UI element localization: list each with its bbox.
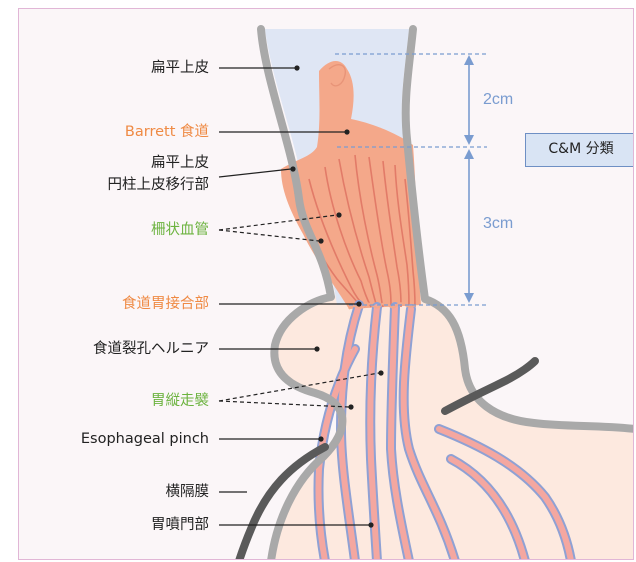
label-hiatal-hernia: 食道裂孔ヘルニア [93, 340, 209, 358]
label-barrett-esophagus: Barrett 食道 [125, 123, 209, 141]
label-transition-line1: 扁平上皮 [151, 154, 209, 172]
label-palisade-vessels: 柵状血管 [151, 221, 209, 239]
measure-3cm: 3cm [483, 215, 513, 233]
label-transition-line2: 円柱上皮移行部 [108, 176, 210, 194]
label-ejc: 食道胃接合部 [122, 295, 209, 313]
measure-2cm: 2cm [483, 91, 513, 109]
diagram-frame: 扁平上皮 Barrett 食道 扁平上皮 円柱上皮移行部 柵状血管 食道胃接合部… [18, 8, 634, 560]
label-gastric-folds: 胃縦走襞 [151, 392, 209, 410]
label-esophageal-pinch: Esophageal pinch [81, 430, 209, 448]
measure-arrows [464, 55, 474, 303]
label-squamous-epithelium: 扁平上皮 [151, 59, 209, 77]
esophagus-anatomy-diagram [19, 9, 634, 560]
cm-classification-box: C&M 分類 [525, 133, 634, 167]
label-diaphragm: 横隔膜 [166, 483, 210, 501]
label-cardia: 胃噴門部 [151, 516, 209, 534]
